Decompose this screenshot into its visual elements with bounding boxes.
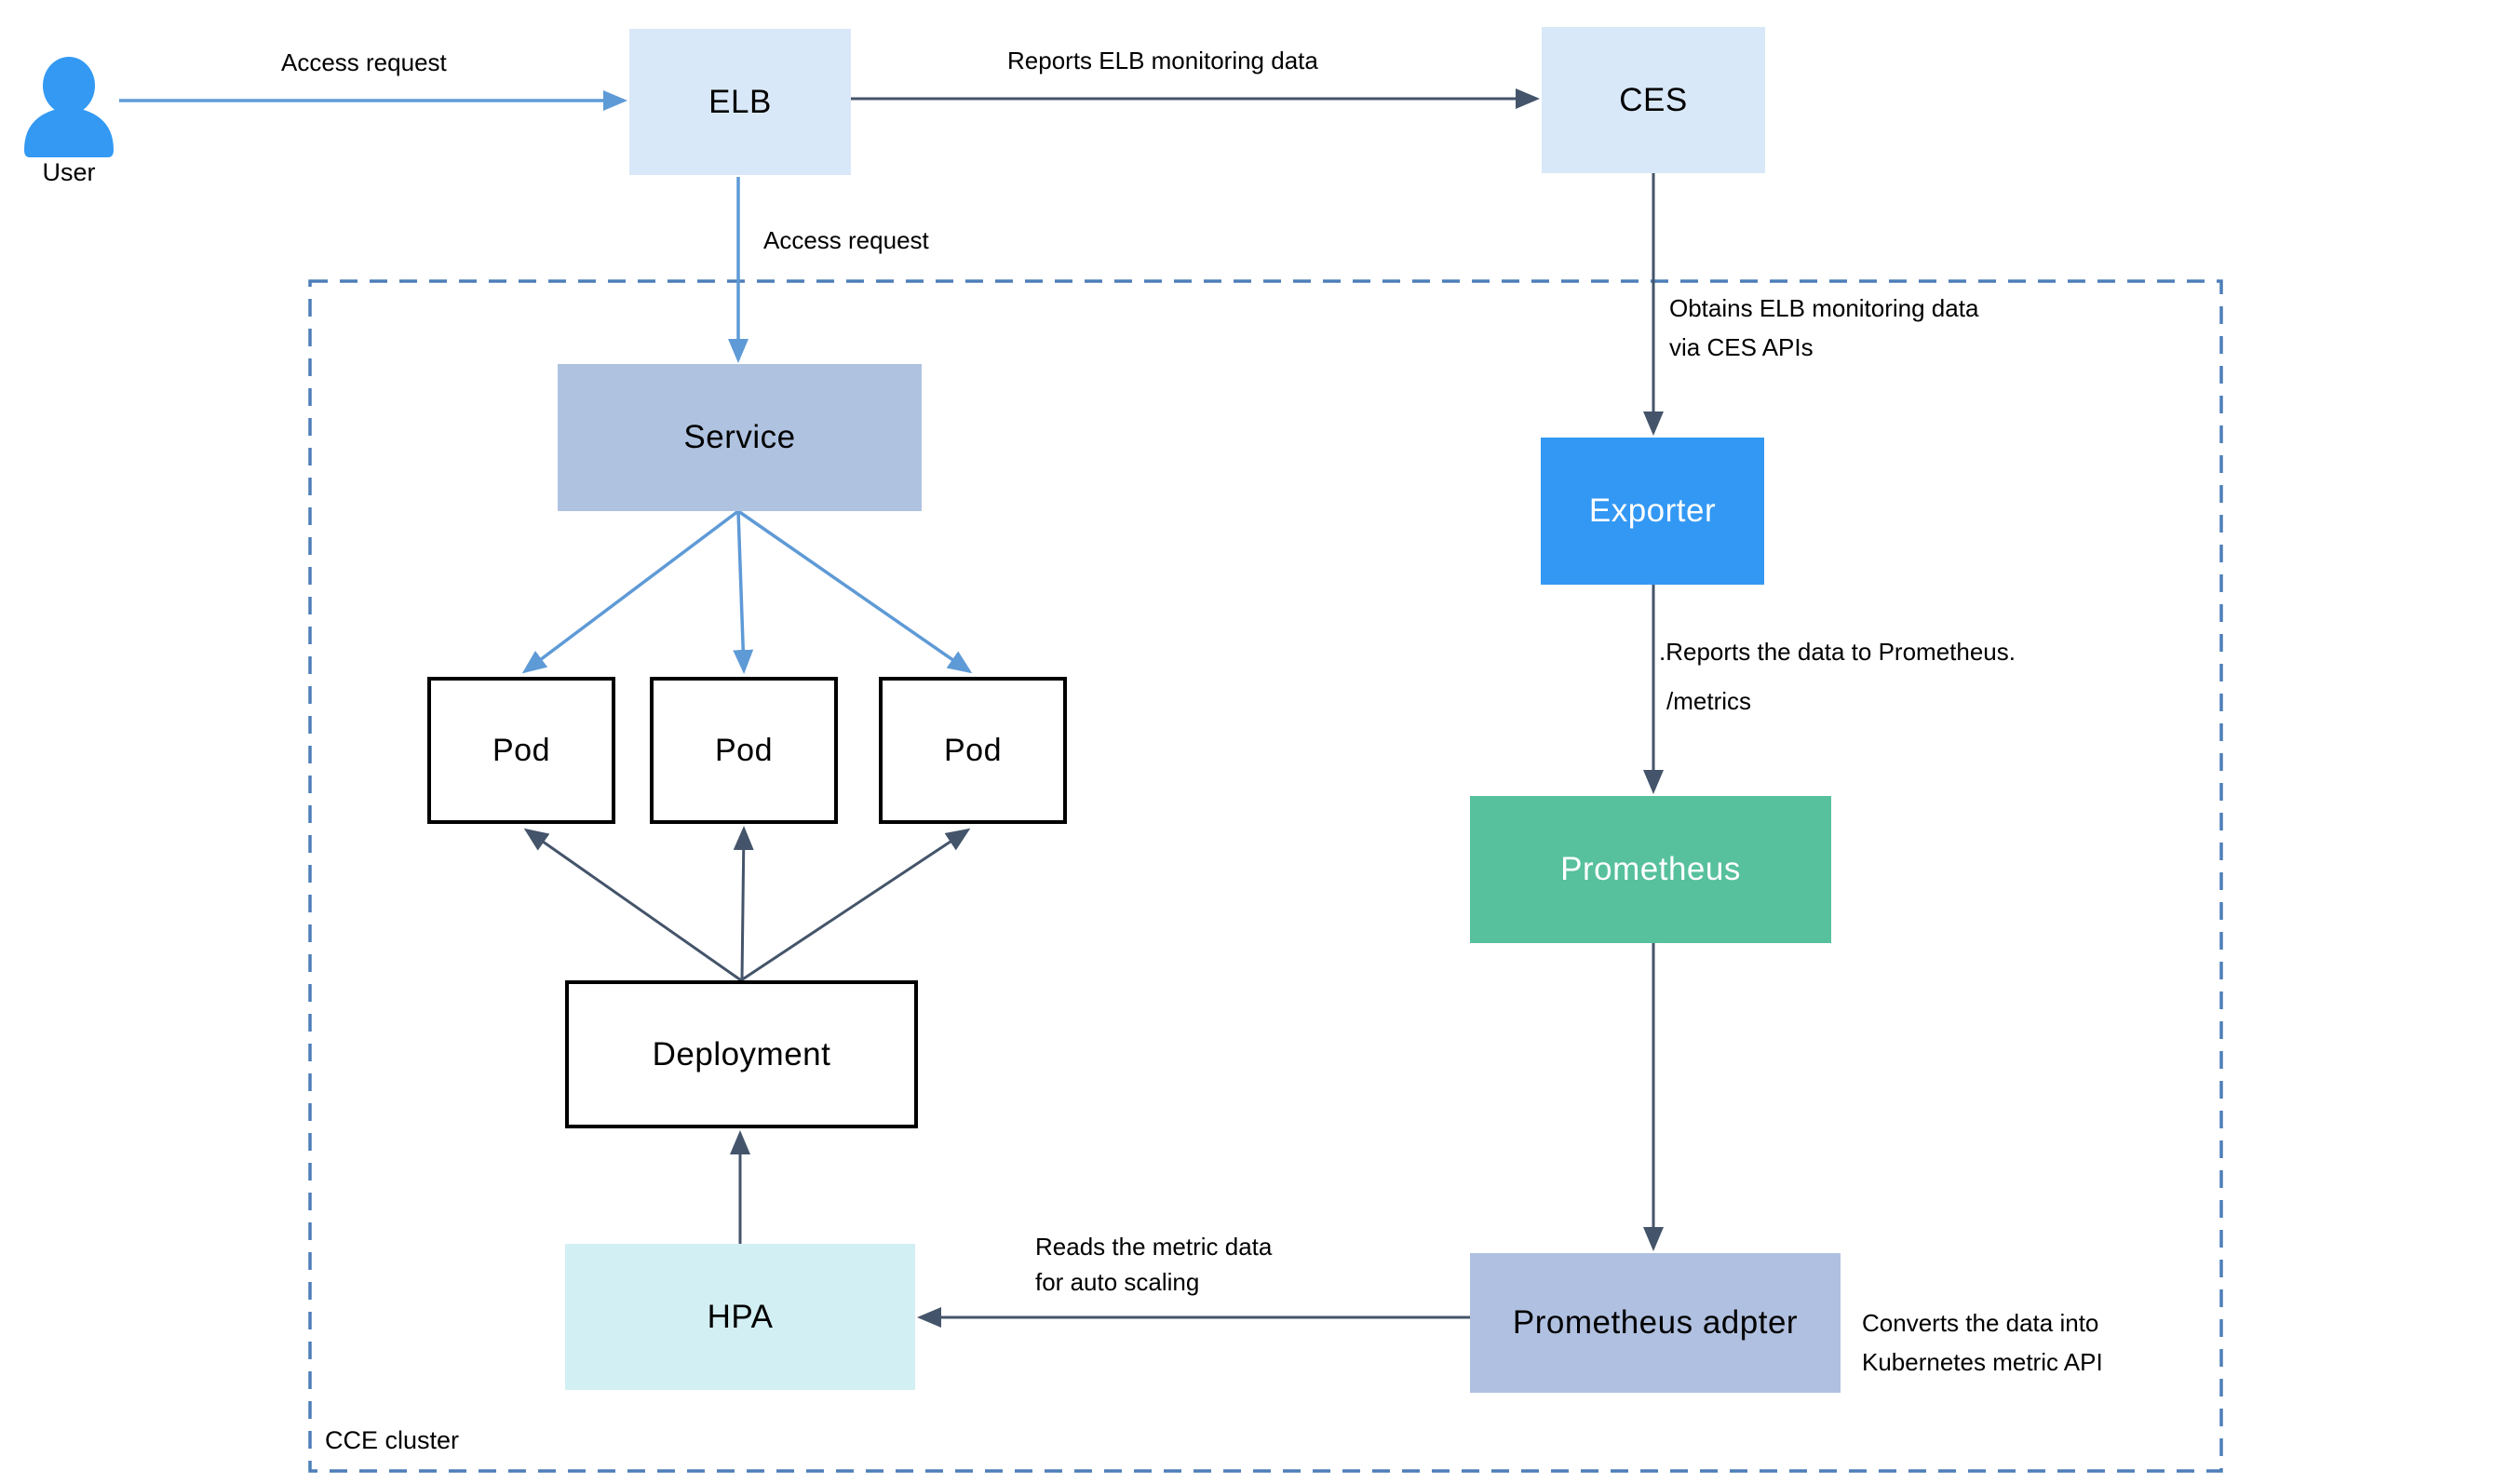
node-pod-3: Pod <box>879 677 1067 824</box>
node-pod-2-label: Pod <box>715 732 773 768</box>
connector-service-to-pod3 <box>737 509 973 674</box>
label-obtains-elb-data-line1: Obtains ELB monitoring data <box>1669 294 1979 322</box>
node-prometheus-adapter: Prometheus adpter <box>1470 1253 1841 1393</box>
node-exporter-label: Exporter <box>1588 492 1717 529</box>
node-prometheus-label: Prometheus <box>1560 851 1741 887</box>
node-pod-1: Pod <box>427 677 615 824</box>
label-access-request-top: Access request <box>281 48 447 76</box>
label-converts-data-line1: Converts the data into <box>1862 1309 2099 1337</box>
node-service-label: Service <box>683 419 796 455</box>
node-hpa-label: HPA <box>707 1298 774 1335</box>
node-pod-1-label: Pod <box>492 732 550 768</box>
connector-service-to-pod1 <box>521 509 740 674</box>
connector-service-to-pod2 <box>733 510 754 674</box>
label-access-request-inner: Access request <box>763 226 929 254</box>
node-elb-label: ELB <box>708 83 772 120</box>
label-obtains-elb-data: Obtains ELB monitoring data via CES APIs <box>1669 289 1978 367</box>
label-reads-metric-data-line1: Reads the metric data <box>1035 1233 1273 1261</box>
connector-deployment-to-pod2 <box>733 826 754 981</box>
user-label: User <box>42 158 96 186</box>
node-deployment-label: Deployment <box>652 1035 831 1073</box>
label-reports-elb-monitoring-data: Reports ELB monitoring data <box>1007 47 1318 74</box>
label-reports-to-prometheus: .Reports the data to Prometheus. <box>1659 638 2016 666</box>
label-reads-metric-data: Reads the metric data for auto scaling <box>1035 1229 1272 1300</box>
cce-cluster-label: CCE cluster <box>325 1426 460 1454</box>
node-deployment: Deployment <box>565 980 918 1128</box>
label-reads-metric-data-line2: for auto scaling <box>1035 1268 1200 1296</box>
node-pod-3-label: Pod <box>944 732 1002 768</box>
user-icon <box>24 57 114 157</box>
label-obtains-elb-data-line2: via CES APIs <box>1669 333 1814 361</box>
node-ces-label: CES <box>1619 81 1688 118</box>
node-hpa: HPA <box>565 1244 915 1390</box>
node-ces: CES <box>1542 27 1765 173</box>
label-converts-data: Converts the data into Kubernetes metric… <box>1862 1303 2103 1382</box>
node-exporter: Exporter <box>1541 438 1764 585</box>
node-pod-2: Pod <box>650 677 838 824</box>
label-converts-data-line2: Kubernetes metric API <box>1862 1348 2103 1376</box>
cce-cluster-boundary <box>308 279 2223 1473</box>
connector-deployment-to-pod1 <box>523 828 742 982</box>
node-prometheus-adapter-label: Prometheus adpter <box>1512 1304 1799 1341</box>
node-elb: ELB <box>629 29 851 175</box>
node-service: Service <box>558 364 922 511</box>
node-prometheus: Prometheus <box>1470 796 1831 943</box>
label-metrics-path: /metrics <box>1666 687 1751 715</box>
connector-deployment-to-pod3 <box>740 828 971 982</box>
